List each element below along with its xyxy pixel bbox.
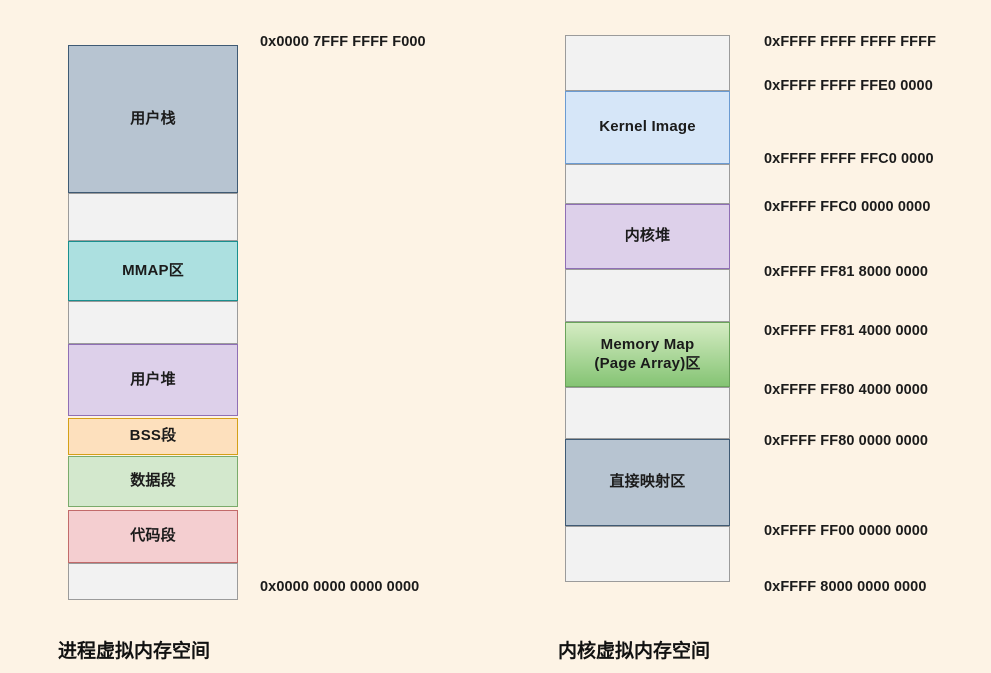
memory-block-gap-memmap-direct [565,387,730,439]
memory-block-label: 代码段 [130,527,176,545]
memory-block-data-segment: 数据段 [68,456,238,507]
memory-block-bottom-gap [565,526,730,582]
kernel-virtual-memory-column: Kernel Image 内核堆 Memory Map (Page Array)区直… [520,0,991,673]
address-label-addr-ffff-ffff-ffff-ffff: 0xFFFF FFFF FFFF FFFF [764,34,937,50]
memory-block-label: 内核堆 [624,227,671,245]
address-label-zero-addr: 0x0000 0000 0000 0000 [260,579,420,595]
kernel-space-caption: 内核虚拟内存空间 [558,641,711,662]
memory-block-label: Kernel Image [599,118,696,136]
memory-block-label: 用户堆 [130,370,176,388]
memory-block-bss-segment: BSS段 [68,418,238,455]
memory-block-label: BSS段 [129,427,177,445]
memory-block-gap-mmap-heap [68,301,238,344]
memory-block-gap-image-heap [565,164,730,204]
address-label-stack-top-addr: 0x0000 7FFF FFFF F000 [260,34,426,50]
memory-block-gap-stack-mmap [68,193,238,241]
memory-block-user-heap: 用户堆 [68,344,238,416]
process-virtual-memory-column: 用户栈 MMAP区用户堆 BSS段数据段代码段 0x0000 7FFF FFFF F… [58,34,426,662]
address-label-addr-ffff-ffff-ffe0-0000: 0xFFFF FFFF FFE0 0000 [764,78,933,94]
memory-block-kernel-heap: 内核堆 [565,204,730,269]
address-label-addr-ffff-8000-0000-0000: 0xFFFF 8000 0000 0000 [764,579,927,595]
memory-block-label: MMAP区 [122,261,184,279]
memory-block-top-gap [565,35,730,91]
process-memory-stack: 用户栈 MMAP区用户堆 BSS段数据段代码段 [68,40,238,600]
process-space-caption: 进程虚拟内存空间 [58,641,211,662]
address-label-addr-ffff-ffff-ffc0-0000: 0xFFFF FFFF FFC0 0000 [764,151,934,167]
memory-block-memory-map: Memory Map (Page Array)区 [565,322,730,387]
kernel-memory-stack: Kernel Image 内核堆 Memory Map (Page Array)区直… [565,35,730,584]
address-label-addr-ffff-ff80-0000-0000: 0xFFFF FF80 0000 0000 [764,433,929,449]
address-label-addr-ffff-ffc0-0000-0000: 0xFFFF FFC0 0000 0000 [764,199,931,215]
memory-block-direct-mapping: 直接映射区 [565,439,730,526]
memory-block-label: 直接映射区 [609,473,686,491]
memory-block-label: 数据段 [130,472,176,490]
address-label-addr-ffff-ff80-4000-0000: 0xFFFF FF80 4000 0000 [764,382,929,398]
address-label-addr-ffff-ff81-4000-0000: 0xFFFF FF81 4000 0000 [764,323,929,339]
address-label-addr-ffff-ff81-8000-0000: 0xFFFF FF81 8000 0000 [764,264,929,280]
memory-block-gap-heap-memmap [565,269,730,322]
memory-block-user-stack: 用户栈 [68,45,238,193]
memory-block-label: Memory Map (Page Array)区 [594,335,701,372]
address-label-addr-ffff-ff00-0000-0000: 0xFFFF FF00 0000 0000 [764,523,929,539]
memory-block-mmap-region: MMAP区 [68,241,238,301]
memory-block-kernel-image: Kernel Image [565,91,730,164]
memory-block-label: 用户栈 [130,109,176,127]
memory-block-gap-bottom [68,563,238,600]
memory-block-text-segment: 代码段 [68,510,238,563]
